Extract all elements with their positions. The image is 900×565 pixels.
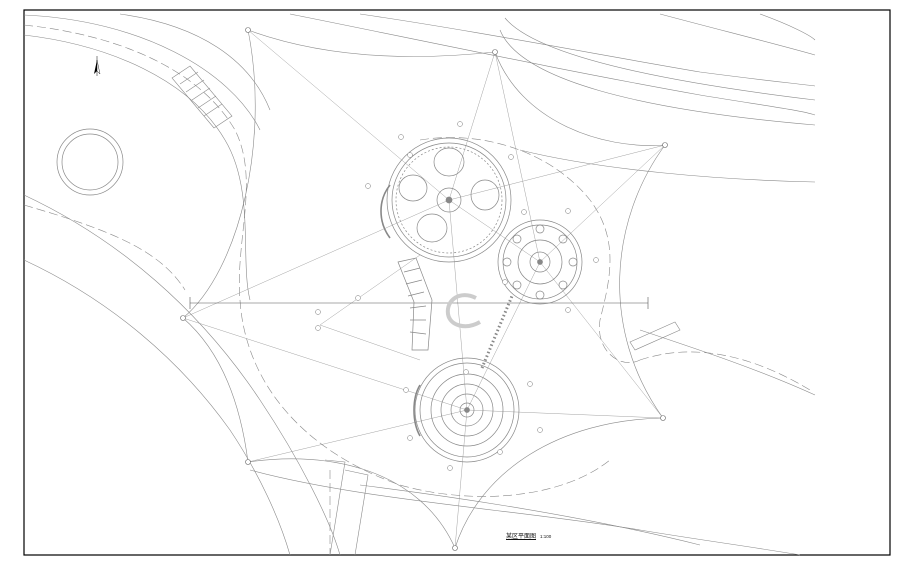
pavilion-right-seat-8 (512, 234, 522, 244)
mast-anchor-4 (660, 415, 666, 421)
membrane-outline (182, 29, 666, 549)
pavilion-right-core (529, 251, 551, 273)
membrane-edge-top (247, 29, 496, 57)
pavilion-top-lobe-s (416, 213, 448, 243)
sheet-border (23, 9, 891, 556)
curve-left-4 (23, 14, 261, 131)
boundary-line-2 (23, 204, 186, 291)
left-circle-feature (56, 128, 124, 196)
pavilion-bottom-outer-ring (414, 357, 520, 463)
north-arrow-icon (94, 56, 101, 76)
mast-anchor-7 (180, 315, 186, 321)
pavilion-right-outer-ring (497, 219, 583, 305)
curve-top-1 (289, 13, 816, 116)
pavilion-bottom-core (459, 402, 475, 418)
curve-top-2 (359, 13, 816, 87)
mast-anchor-3 (662, 142, 668, 148)
pavilion-right-seat-5 (535, 290, 545, 300)
pavilion-bottom (413, 357, 520, 463)
central-seating (397, 257, 514, 369)
pavilion-right-seat-4 (558, 280, 568, 290)
pavilion-right (497, 219, 583, 305)
pavilion-right-seat-3 (568, 257, 578, 267)
membrane-edge-left-upper (182, 29, 256, 319)
drawing-title: 某区平面图 (506, 534, 537, 540)
dashed-boundary (23, 24, 811, 555)
pavilion-right-center-mast (537, 259, 543, 265)
membrane-edge-top-right (494, 51, 666, 146)
left-circle-outer (56, 128, 124, 196)
curve-top-4 (504, 17, 816, 101)
pavilion-right-seat-2 (558, 234, 568, 244)
pavilion-bottom-center-mast (464, 407, 470, 413)
pavilion-top-lobe-e (470, 179, 500, 211)
site-lines (23, 13, 816, 556)
stair-top-left (171, 65, 233, 129)
pavilion-right-seat-1 (535, 224, 545, 234)
curve-bottom-1 (249, 469, 801, 556)
pavilion-top-lobe-w (398, 174, 428, 202)
mast-anchor-1 (245, 27, 251, 33)
pavilion-right-core-ring (517, 239, 563, 285)
cable-lines (182, 29, 666, 549)
pavilion-right-seat-6 (512, 280, 522, 290)
curve-top-6 (659, 13, 816, 56)
mast-anchor-5 (452, 545, 458, 551)
pavilion-top-inner-ring (391, 142, 507, 258)
central-fence (480, 295, 514, 369)
right-bench (629, 321, 681, 351)
pavilion-top-center-mast (445, 196, 453, 204)
central-ramp (397, 257, 433, 351)
drawing-scale: 1:100 (540, 534, 552, 539)
bottom-path (324, 459, 369, 556)
pavilion-bottom-ring-2 (440, 383, 494, 437)
boundary-line-1 (23, 24, 611, 497)
pavilion-bottom-stair-arc (413, 384, 421, 437)
membrane-edge-bottom-left (247, 458, 456, 549)
curve-left-1 (23, 194, 341, 556)
curve-bottom-2 (359, 484, 701, 546)
curve-left-5 (119, 13, 271, 111)
central-c-bench (445, 293, 481, 329)
curve-top-7 (759, 13, 816, 41)
pavilion-top-lobe-n (433, 147, 465, 177)
mast-anchor-2 (492, 49, 498, 55)
left-circle-inner (61, 133, 119, 191)
pavilion-top-dashed-ring (395, 146, 503, 254)
membrane-edge-bottom-right (454, 417, 664, 549)
membrane-edge-left-lower (182, 317, 249, 463)
pavilion-top (380, 137, 512, 263)
pavilion-top-core (436, 187, 462, 213)
pavilion-top-outer-ring (386, 137, 512, 263)
pavilion-bottom-inner-ring (419, 362, 515, 458)
curve-top-3 (499, 29, 816, 126)
grid-bubbles (315, 121, 599, 471)
boundary-line-3 (419, 137, 641, 363)
mast-anchor-6 (245, 459, 251, 465)
pavilion-top-stair-arc (380, 184, 391, 239)
central-ramp-steps (403, 267, 427, 335)
section-line (189, 297, 649, 309)
curve-top-5 (519, 149, 816, 183)
curve-left-3 (23, 34, 251, 301)
pavilion-bottom-ring-3 (450, 393, 484, 427)
curve-left-2 (23, 259, 291, 556)
pavilion-right-seat-7 (502, 257, 512, 267)
boundary-line-4 (639, 351, 811, 391)
curve-right-1 (639, 329, 816, 396)
membrane-edge-right (619, 144, 666, 419)
mast-anchors (180, 27, 668, 551)
